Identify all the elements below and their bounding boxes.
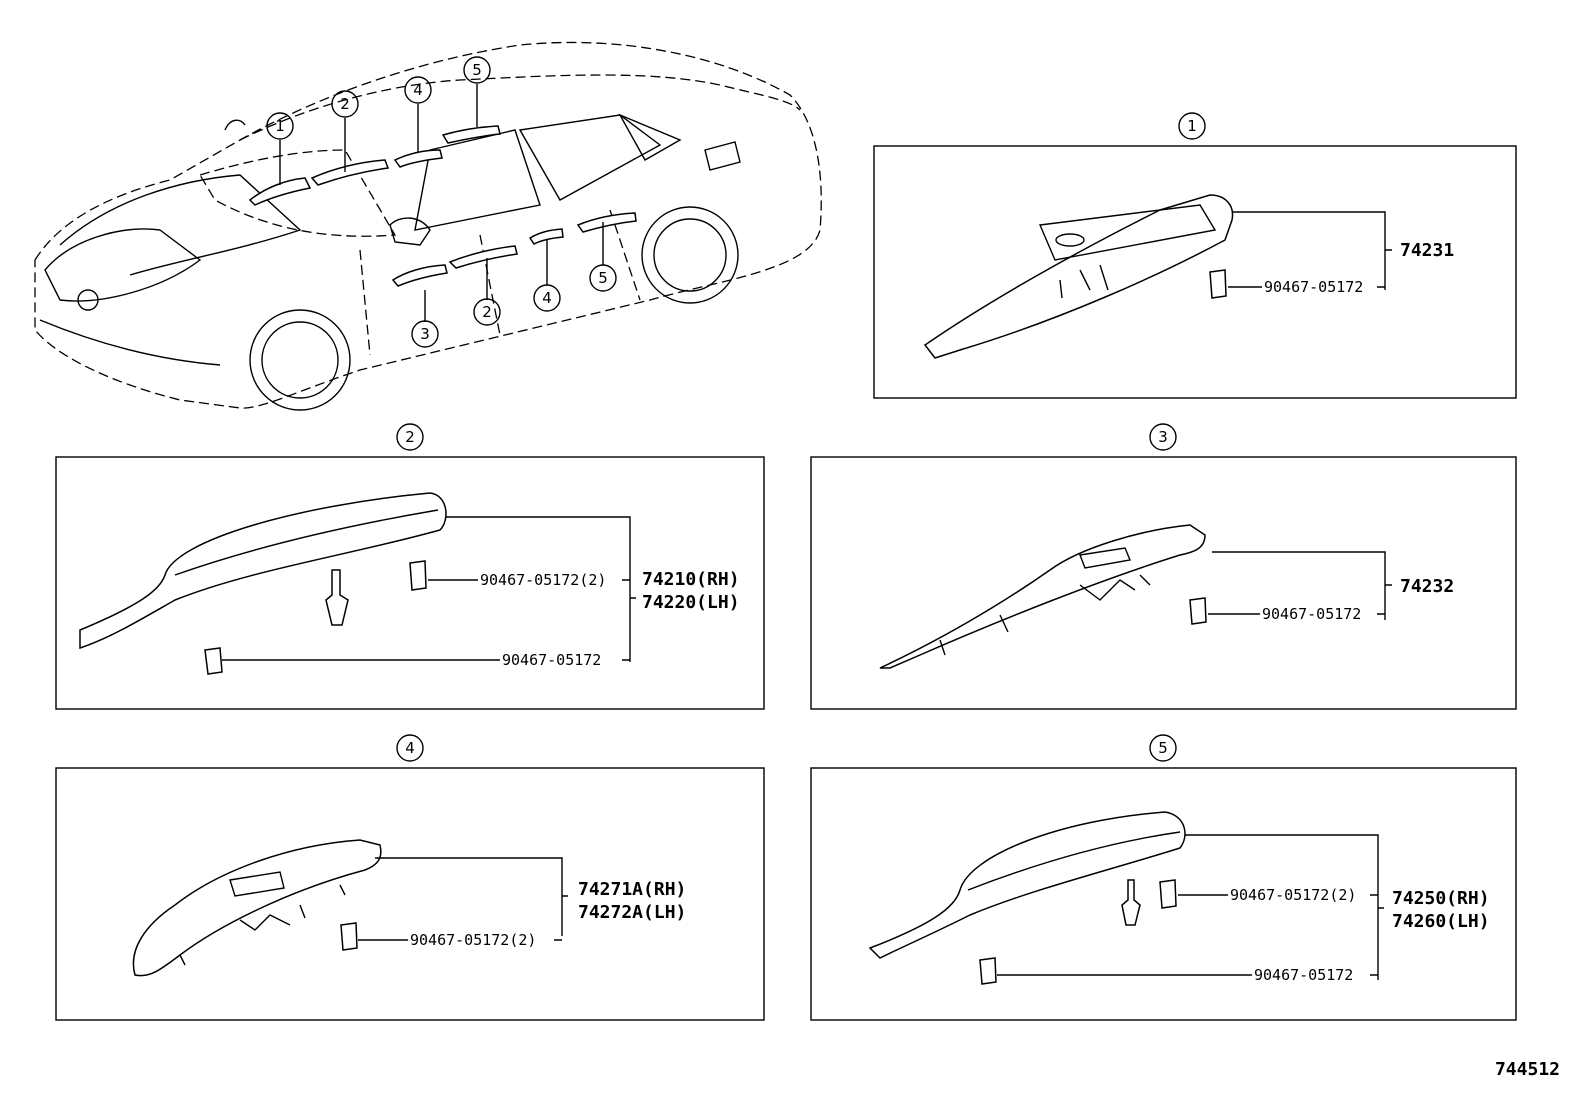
- clip-icon-panel-1: [1209, 269, 1227, 299]
- svg-text:3: 3: [420, 325, 430, 343]
- panel-5: 5 90467-05172(2) 90467-05172 74250(RH) 7…: [810, 734, 1517, 1021]
- armrest-switch-base-part-3: [879, 524, 1206, 669]
- part-number-74271a-rh: 74271A(RH): [578, 879, 686, 900]
- clip-part-number-panel-1: 90467-05172: [1264, 278, 1363, 296]
- clip-stem-panel-5: [1121, 879, 1141, 926]
- panel-3: 3 74232 90467-05172: [810, 423, 1517, 710]
- panel-3-frame: [810, 456, 1517, 710]
- panel-1: 1 74231 90467-05172: [873, 112, 1517, 399]
- svg-text:2: 2: [482, 303, 492, 321]
- panel-4-frame: [55, 767, 765, 1021]
- clip-part-number-panel-3: 90467-05172: [1262, 605, 1361, 623]
- armrest-switch-base-part-1: [923, 194, 1234, 359]
- clip-part-number-panel-5-upper: 90467-05172(2): [1230, 886, 1356, 904]
- svg-text:1: 1: [1187, 117, 1197, 135]
- overview-callout-5: 5: [463, 56, 491, 84]
- armrest-part-2: [79, 492, 447, 650]
- part-number-74232: 74232: [1400, 576, 1454, 597]
- panel-2-frame: [55, 456, 765, 710]
- clip-icon-panel-2-lower: [204, 647, 223, 675]
- clip-icon-panel-4: [340, 922, 358, 951]
- overview-callout-5-lower: 5: [589, 264, 617, 292]
- svg-text:3: 3: [1158, 428, 1168, 446]
- part-number-74260-lh: 74260(LH): [1392, 911, 1490, 932]
- svg-text:5: 5: [1158, 739, 1168, 757]
- panel-2-callout: 2: [396, 423, 424, 451]
- svg-text:4: 4: [413, 81, 423, 99]
- clip-icon-panel-3: [1189, 597, 1207, 625]
- panel-4: 4 90467-05172(2) 74271A(RH) 74272A(LH): [55, 734, 765, 1021]
- armrest-switch-base-part-4: [132, 839, 382, 977]
- part-number-74210-rh: 74210(RH): [642, 569, 740, 590]
- panel-1-callout: 1: [1178, 112, 1206, 140]
- clip-part-number-panel-4: 90467-05172(2): [410, 931, 536, 949]
- part-number-74231: 74231: [1400, 240, 1454, 261]
- clip-icon-panel-5-lower: [979, 957, 997, 985]
- part-number-74250-rh: 74250(RH): [1392, 888, 1490, 909]
- overview-callout-2-lower: 2: [473, 298, 501, 326]
- clip-icon-panel-5-upper: [1159, 879, 1177, 909]
- overview-callout-3-lower: 3: [411, 320, 439, 348]
- panel-5-callout: 5: [1149, 734, 1177, 762]
- armrest-part-5: [868, 811, 1186, 959]
- panel-4-callout: 4: [396, 734, 424, 762]
- clip-part-number-panel-2-upper: 90467-05172(2): [480, 571, 606, 589]
- overview-callout-4-lower: 4: [533, 284, 561, 312]
- panel-2: 2 90467-05172(2) 90467-05172 74210(RH) 7…: [55, 423, 765, 710]
- svg-text:5: 5: [472, 61, 482, 79]
- svg-text:2: 2: [405, 428, 415, 446]
- svg-text:4: 4: [405, 739, 415, 757]
- part-number-74220-lh: 74220(LH): [642, 592, 740, 613]
- clip-icon-panel-2-upper: [409, 560, 427, 591]
- figure-id: 744512: [1495, 1059, 1560, 1080]
- part-number-74272a-lh: 74272A(LH): [578, 902, 686, 923]
- svg-text:5: 5: [598, 269, 608, 287]
- svg-text:1: 1: [275, 117, 285, 135]
- panel-1-frame: [873, 145, 1517, 399]
- overview-callout-4: 4: [404, 76, 432, 104]
- panel-3-callout: 3: [1149, 423, 1177, 451]
- car-overview-illustration: [34, 41, 822, 411]
- overview-callout-2: 2: [331, 90, 359, 118]
- clip-part-number-panel-5-lower: 90467-05172: [1254, 966, 1353, 984]
- panel-5-frame: [810, 767, 1517, 1021]
- clip-stem-panel-2: [325, 569, 349, 626]
- svg-text:2: 2: [340, 95, 350, 113]
- svg-text:4: 4: [542, 289, 552, 307]
- overview-callout-1: 1: [266, 112, 294, 140]
- clip-part-number-panel-2-lower: 90467-05172: [502, 651, 601, 669]
